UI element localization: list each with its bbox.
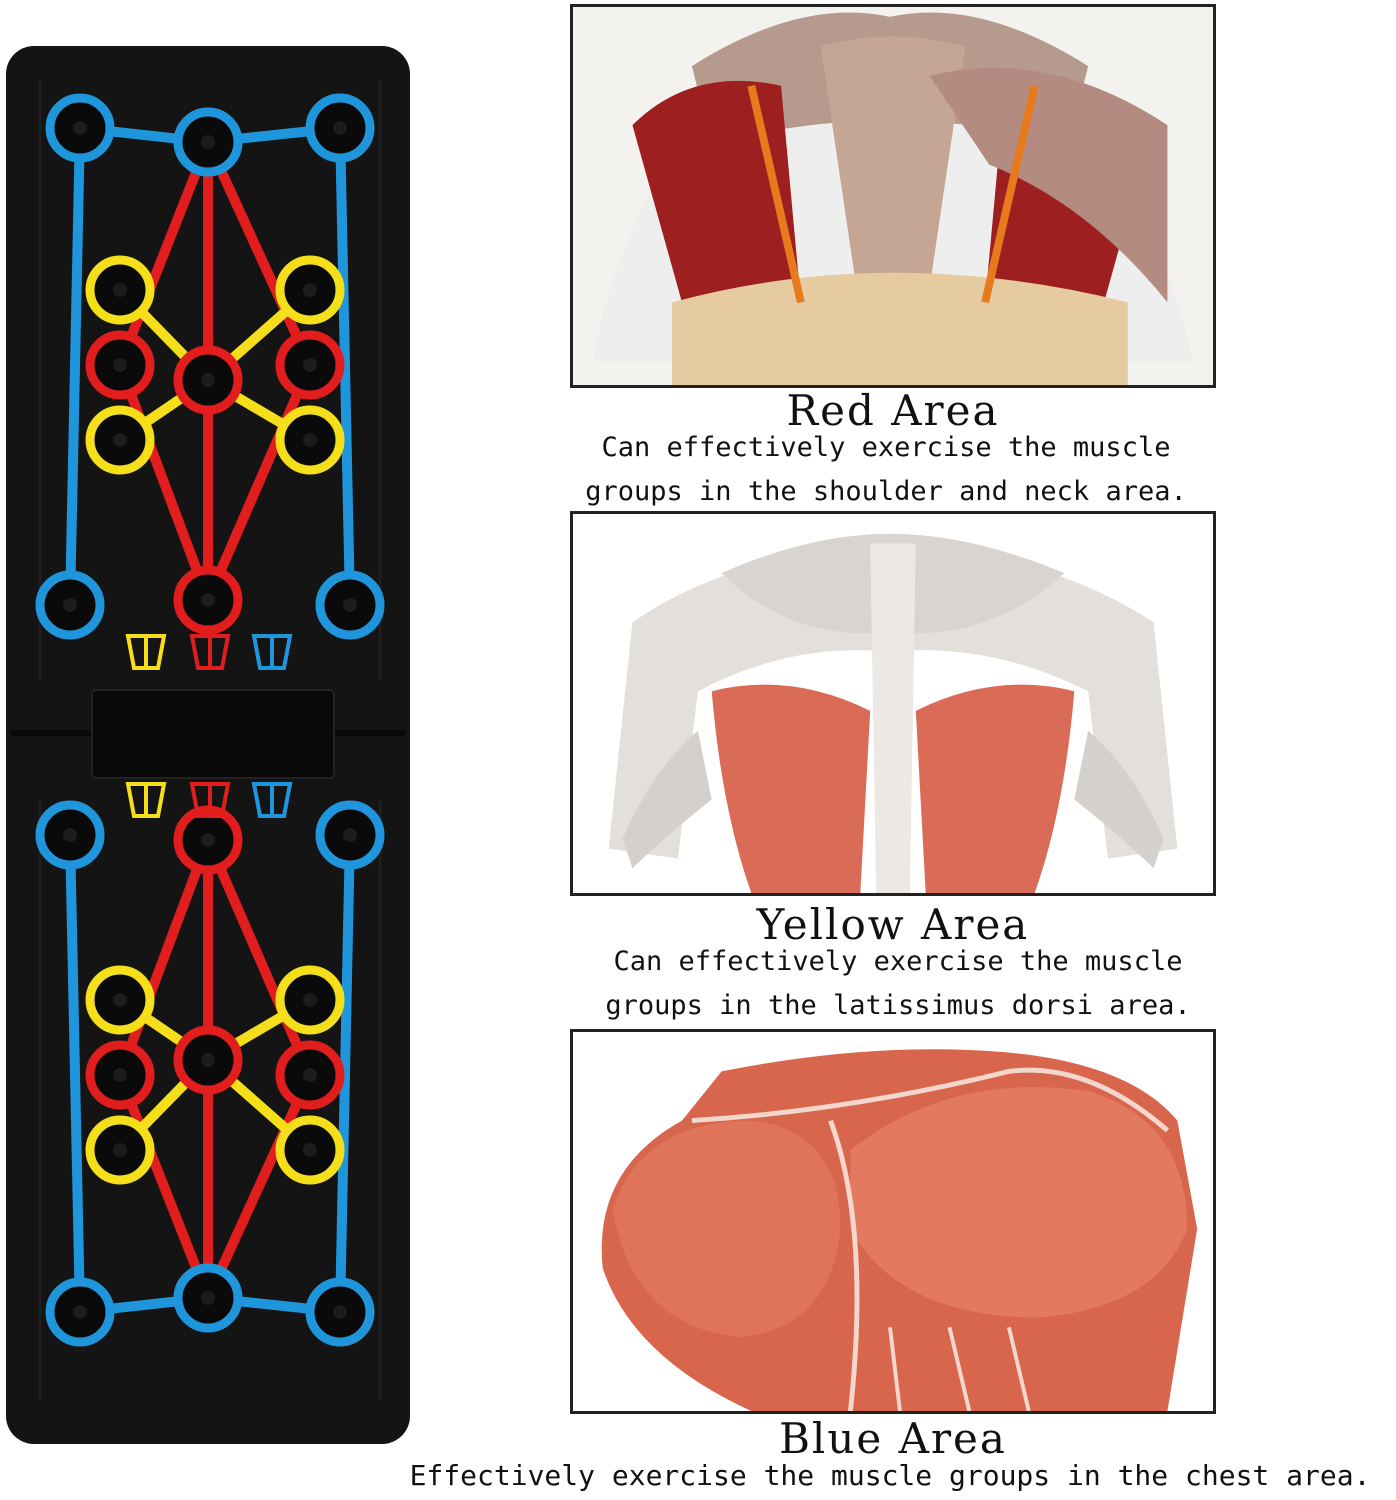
hole-center xyxy=(73,1305,87,1319)
hole-center xyxy=(63,828,77,842)
hole-center xyxy=(343,828,357,842)
hole-center xyxy=(303,433,317,447)
red-track-line xyxy=(115,360,213,605)
hole-center xyxy=(113,1068,127,1082)
hole-center xyxy=(201,833,215,847)
yellow-area-title: Yellow Area xyxy=(756,900,1030,949)
red-track-line xyxy=(115,835,213,1080)
red-area-desc-line2: groups in the shoulder and neck area. xyxy=(585,476,1187,507)
hole-center xyxy=(201,373,215,387)
yellow-area-desc-line1: Can effectively exercise the muscle xyxy=(613,946,1183,977)
yellow-area-desc-line2: groups in the latissimus dorsi area. xyxy=(605,990,1191,1021)
hole-center xyxy=(113,1143,127,1157)
pushup-board-image xyxy=(0,40,420,1450)
hole-center xyxy=(63,598,77,612)
red-track-line xyxy=(115,1070,213,1303)
hole-center xyxy=(201,135,215,149)
hole-center xyxy=(113,283,127,297)
hole-center xyxy=(73,121,87,135)
red-area-description: Can effectively exercise the muscle grou… xyxy=(556,426,1216,514)
blue-area-title: Blue Area xyxy=(779,1414,1007,1463)
hole-center xyxy=(343,598,357,612)
hole-center xyxy=(303,283,317,297)
blue-area-desc-line1: Effectively exercise the muscle groups i… xyxy=(409,1459,1371,1492)
yellow-area-description: Can effectively exercise the muscle grou… xyxy=(570,940,1226,1028)
hole-center xyxy=(303,1143,317,1157)
red-track-line xyxy=(115,137,213,370)
hole-center xyxy=(113,358,127,372)
red-area-desc-line1: Can effectively exercise the muscle xyxy=(601,432,1171,463)
hole-center xyxy=(303,1068,317,1082)
yellow-torso-icon xyxy=(125,782,167,818)
hole-center xyxy=(303,993,317,1007)
pushup-board-graphic xyxy=(6,46,410,1444)
hole-center xyxy=(333,121,347,135)
red-back-icon xyxy=(189,634,231,670)
hole-center xyxy=(201,1291,215,1305)
red-track-line xyxy=(203,360,315,605)
blue-track-line xyxy=(335,830,355,1317)
hole-center xyxy=(333,1305,347,1319)
hole-center xyxy=(113,433,127,447)
red-track-line xyxy=(203,137,315,370)
blue-track-line xyxy=(335,123,355,610)
chest-muscle-illustration xyxy=(570,1029,1216,1414)
blue-area-description: Effectively exercise the muscle groups i… xyxy=(388,1454,1392,1498)
latissimus-muscle-illustration xyxy=(570,511,1216,896)
hole-center xyxy=(303,358,317,372)
shoulder-neck-muscle-illustration xyxy=(570,4,1216,388)
blue-chest-icon xyxy=(251,782,293,818)
red-back-icon xyxy=(189,782,231,818)
hole-center xyxy=(201,1053,215,1067)
red-track-line xyxy=(203,835,315,1080)
blue-chest-icon xyxy=(251,634,293,670)
hole-center xyxy=(201,593,215,607)
blue-track-line xyxy=(65,123,85,610)
yellow-torso-icon xyxy=(125,634,167,670)
red-area-title: Red Area xyxy=(786,386,1000,435)
red-track-line xyxy=(203,1070,315,1303)
hole-center xyxy=(113,993,127,1007)
blue-track-line xyxy=(65,830,85,1317)
